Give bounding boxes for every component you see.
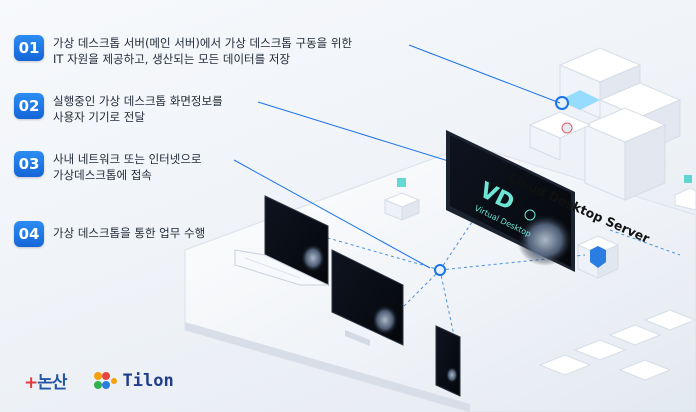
step-number-badge: 01 (14, 35, 44, 61)
step-description: 가상 데스크톱을 통한 업무 수행 (53, 226, 206, 240)
glow-cube (560, 90, 600, 110)
step-03: 03 사내 네트워크 또는 인터넷으로 가상데스크톱에 접속 (14, 151, 202, 183)
step-number-badge: 03 (14, 151, 44, 177)
step-01: 01 가상 데스크톱 서버(메인 서버)에서 가상 데스크톱 구동을 위한 IT… (14, 35, 352, 67)
step-04: 04 가상 데스크톱을 통한 업무 수행 (14, 221, 205, 247)
step-number-badge: 02 (14, 93, 44, 119)
desktop-monitor (331, 249, 404, 346)
network-hub-marker (434, 264, 446, 276)
logo-bar: +논산 Tilon (24, 368, 174, 394)
tilon-logo: Tilon (93, 371, 174, 391)
vd-monitor: VD Virtual Desktop (446, 130, 575, 272)
tablet-device (435, 325, 461, 397)
platform-edge (185, 322, 470, 412)
node-marker-1 (555, 96, 569, 110)
laptop-device (234, 195, 329, 286)
small-cube-right (674, 175, 696, 211)
step-description: 실행중인 가상 데스크톱 화면정보를 사용자 기기로 전달 (53, 94, 223, 124)
storage-blocks (538, 309, 696, 381)
server-cube-cluster (528, 47, 682, 201)
tilon-wordmark: Tilon (122, 370, 174, 391)
shield-cube (576, 235, 620, 279)
plus-icon: + (24, 373, 38, 393)
flower-dots-icon (93, 371, 117, 389)
step-number-badge: 04 (14, 221, 44, 247)
small-cube-left (383, 178, 421, 221)
nonsan-city-logo: +논산 (24, 373, 68, 393)
step-description: 사내 네트워크 또는 인터넷으로 가상데스크톱에 접속 (53, 152, 202, 182)
step-02: 02 실행중인 가상 데스크톱 화면정보를 사용자 기기로 전달 (14, 93, 223, 125)
step-description: 가상 데스크톱 서버(메인 서버)에서 가상 데스크톱 구동을 위한 IT 자원… (53, 36, 353, 66)
